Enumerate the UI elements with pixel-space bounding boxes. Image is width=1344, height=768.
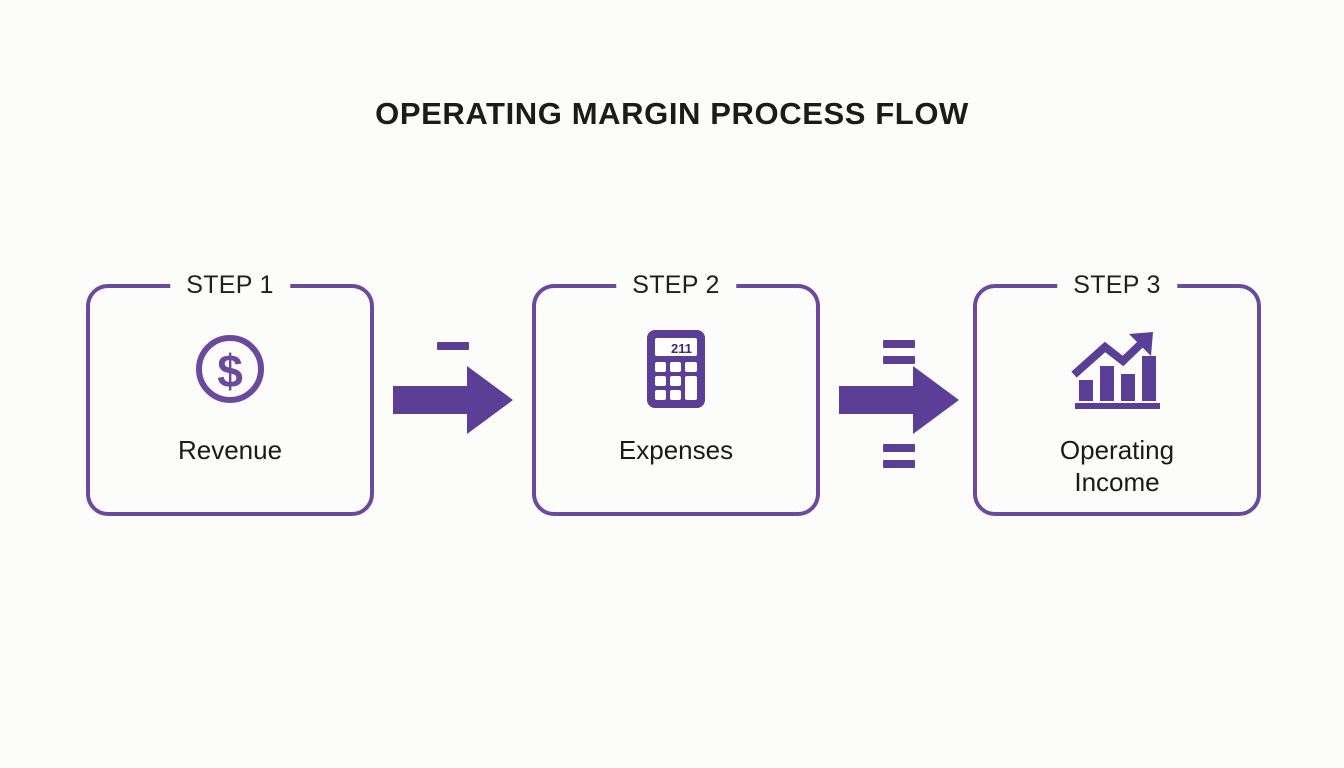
svg-text:$: $: [217, 345, 243, 397]
equals-operator-bottom-icon: [883, 444, 915, 468]
page-title: OPERATING MARGIN PROCESS FLOW: [375, 96, 969, 131]
arrow-right-icon: [839, 362, 959, 438]
step-label-1: Revenue: [177, 435, 283, 465]
connector-1: [374, 284, 532, 516]
dollar-circle-icon: $: [90, 326, 370, 412]
step-label-2: Expenses: [618, 435, 734, 465]
growth-bar-chart-icon: [977, 326, 1257, 412]
step-label-3-line1: Operating: [1059, 435, 1175, 465]
step-card-1[interactable]: STEP 1 $ Revenue: [86, 269, 374, 516]
step-badge-3: STEP 3: [1057, 269, 1177, 301]
equals-operator-top-icon: [883, 340, 915, 364]
calculator-display-value: 211: [671, 341, 692, 356]
process-flow: STEP 1 $ Revenue STEP 2: [0, 269, 1344, 526]
minus-operator-icon: [437, 342, 469, 350]
step-card-2[interactable]: STEP 2 211 Expenses: [532, 269, 820, 516]
step-badge-1: STEP 1: [170, 269, 290, 301]
step-label-3-line2: Income: [1074, 467, 1160, 497]
step-badge-2: STEP 2: [616, 269, 736, 301]
calculator-icon: 211: [536, 326, 816, 412]
arrow-right-icon: [393, 362, 513, 438]
step-label-3: Operating Income: [977, 434, 1257, 498]
connector-2: [820, 284, 978, 516]
step-card-3[interactable]: STEP 3 Operating Income: [973, 269, 1261, 516]
